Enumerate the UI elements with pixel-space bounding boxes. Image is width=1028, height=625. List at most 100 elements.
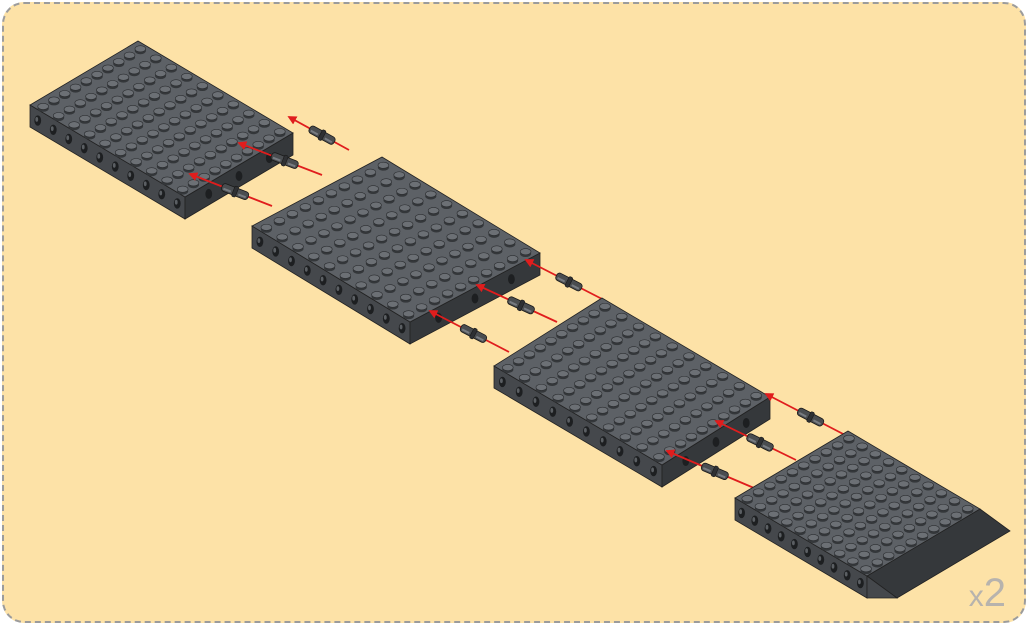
stud xyxy=(118,74,129,80)
stud xyxy=(608,400,619,406)
pin-hole-highlight xyxy=(792,541,795,546)
pin-hole-highlight xyxy=(752,517,755,522)
stud xyxy=(556,330,567,336)
stud xyxy=(329,206,340,212)
stud xyxy=(392,245,403,251)
stud xyxy=(513,358,524,364)
stud xyxy=(126,143,137,149)
stud xyxy=(502,364,513,370)
stud xyxy=(162,177,173,183)
pin-hole-highlight xyxy=(601,438,604,443)
stud xyxy=(431,224,442,230)
stud xyxy=(112,96,123,102)
pin-hole-highlight xyxy=(500,378,503,383)
side-pin-hole xyxy=(205,189,212,199)
stud xyxy=(59,91,70,97)
stud xyxy=(889,502,900,508)
stud xyxy=(212,92,223,98)
stud xyxy=(874,480,885,486)
stud xyxy=(334,239,345,245)
stud xyxy=(936,490,947,496)
stud xyxy=(337,256,348,262)
stud xyxy=(881,538,892,544)
stud xyxy=(211,129,222,135)
stud xyxy=(846,543,857,549)
stud xyxy=(864,501,875,507)
stud xyxy=(210,167,221,173)
stud xyxy=(855,522,866,528)
pin-hole-highlight xyxy=(634,458,637,463)
stud xyxy=(861,566,872,572)
stud xyxy=(573,340,584,346)
stud xyxy=(862,486,873,492)
stud xyxy=(700,363,711,369)
stud xyxy=(669,423,680,429)
stud xyxy=(277,234,288,240)
side-pin-hole xyxy=(743,418,750,428)
stud xyxy=(679,376,690,382)
stud xyxy=(429,297,440,303)
stud xyxy=(893,531,904,537)
stud xyxy=(810,455,821,461)
stud xyxy=(124,52,135,58)
stud xyxy=(836,471,847,477)
stud xyxy=(142,152,153,158)
stud xyxy=(259,119,270,125)
stud xyxy=(200,136,211,142)
stud xyxy=(562,347,573,353)
stud xyxy=(169,117,180,123)
stud xyxy=(685,393,696,399)
stud xyxy=(447,234,458,240)
stud xyxy=(455,283,466,289)
stud xyxy=(399,205,410,211)
stud xyxy=(121,127,132,133)
stud xyxy=(861,472,872,478)
pin-hole-highlight xyxy=(66,135,69,140)
stud xyxy=(185,127,196,133)
stud xyxy=(567,324,578,330)
stud xyxy=(290,227,301,233)
stud xyxy=(636,403,647,409)
stud xyxy=(476,236,487,242)
connector-pin xyxy=(307,124,337,147)
stud xyxy=(755,503,766,509)
stud xyxy=(552,354,563,360)
stud xyxy=(158,124,169,130)
stud xyxy=(379,252,390,258)
stud xyxy=(189,142,200,148)
stud xyxy=(802,491,813,497)
stud xyxy=(817,513,828,519)
stud xyxy=(821,449,832,455)
stud xyxy=(602,384,613,390)
pin-hole-highlight xyxy=(618,448,621,453)
pin-hole-highlight xyxy=(352,296,355,301)
pin-hole-highlight xyxy=(550,408,553,413)
stud xyxy=(541,361,552,367)
stud xyxy=(691,410,702,416)
stud xyxy=(606,320,617,326)
connector-pin xyxy=(458,322,488,345)
stud xyxy=(650,333,661,339)
stud xyxy=(175,95,186,101)
stud xyxy=(859,457,870,463)
stud xyxy=(663,407,674,413)
stud xyxy=(127,105,138,111)
stud xyxy=(910,474,921,480)
stud xyxy=(352,176,363,182)
stud xyxy=(350,249,361,255)
stud xyxy=(452,267,463,273)
stud xyxy=(425,191,436,197)
stud xyxy=(553,394,564,400)
stud xyxy=(904,524,915,530)
stud xyxy=(815,499,826,505)
stud xyxy=(424,264,435,270)
stud xyxy=(220,161,231,167)
stud xyxy=(911,489,922,495)
stud xyxy=(101,103,112,109)
stud xyxy=(633,323,644,329)
stud xyxy=(590,350,601,356)
stud xyxy=(900,495,911,501)
stud xyxy=(780,504,791,510)
stud xyxy=(372,291,383,297)
stud xyxy=(821,542,832,548)
